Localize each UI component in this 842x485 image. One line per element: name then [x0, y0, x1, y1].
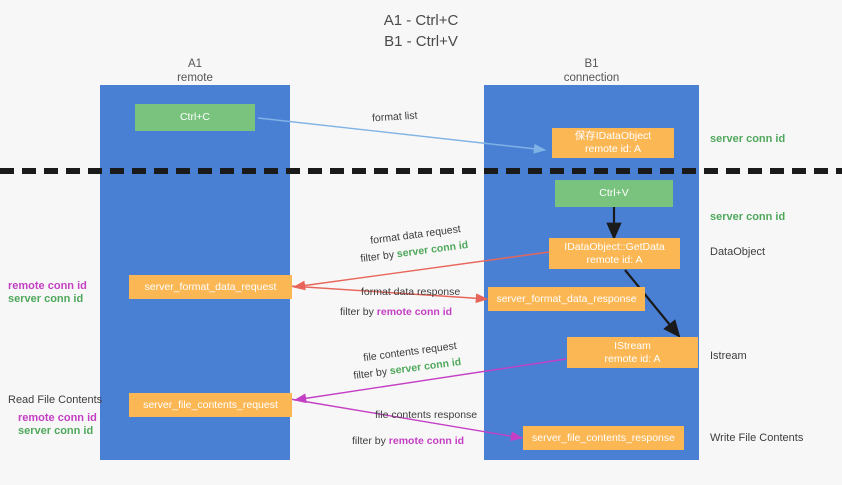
column-b1-name: B1: [584, 58, 599, 70]
node-idataobject-getdata-line2: remote id: A: [586, 253, 643, 266]
label-istream: Istream: [710, 350, 747, 362]
node-ctrl-c-label: Ctrl+C: [179, 111, 211, 123]
node-save-idataobject-line2: remote id: A: [584, 143, 642, 155]
phase-separator-dashed-line: [0, 168, 842, 174]
node-server-file-contents-request-label: server_file_contents_request: [143, 398, 278, 411]
node-istream-line1: IStream: [614, 339, 651, 352]
edge-filter-prefix: filter by: [352, 435, 389, 447]
column-a1-name: A1: [187, 58, 203, 70]
node-istream-line2: remote id: A: [604, 352, 661, 365]
label-remote-conn-id-upper: remote conn id: [8, 280, 87, 292]
column-header-b1: B1 connection: [484, 57, 699, 85]
node-idataobject-getdata[interactable]: IDataObject::GetData remote id: A: [549, 238, 680, 269]
label-remote-conn-id-lower: remote conn id: [18, 412, 97, 424]
edge-label-file-contents-response-filter: filter by remote conn id: [352, 434, 464, 448]
node-ctrl-v[interactable]: Ctrl+V: [555, 180, 673, 207]
edge-filter-prefix: filter by: [359, 248, 398, 266]
column-b1-role: connection: [563, 72, 620, 84]
label-dataobject: DataObject: [710, 246, 766, 258]
label-server-conn-id-top: server conn id: [710, 133, 786, 145]
node-server-format-data-response[interactable]: server_format_data_response: [488, 287, 645, 311]
node-istream[interactable]: IStream remote id: A: [567, 337, 698, 368]
node-ctrl-v-label: Ctrl+V: [599, 187, 629, 199]
column-a1-role: remote: [177, 72, 213, 84]
node-ctrl-c[interactable]: Ctrl+C: [135, 104, 255, 131]
label-read-file-contents: Read File Contents: [8, 394, 103, 406]
edge-label-file-contents-response: file contents response: [375, 409, 478, 421]
column-header-a1: A1 remote: [100, 57, 290, 85]
edge-label-format-data-response: format data response: [361, 286, 461, 298]
label-server-conn-id-lower: server conn id: [18, 425, 94, 437]
node-save-idataobject[interactable]: 保存IDataObject remote id: A: [552, 128, 674, 158]
title-line-1: A1 - Ctrl+C: [383, 12, 459, 29]
label-write-file-contents: Write File Contents: [710, 432, 804, 444]
title-line-2: B1 - Ctrl+V: [384, 33, 458, 50]
edge-label-format-data-response-filter: filter by remote conn id: [340, 305, 452, 319]
node-idataobject-getdata-line1: IDataObject::GetData: [564, 240, 665, 253]
edge-filter-value-remote-conn-id: remote conn id: [388, 435, 465, 447]
edge-label-format-list: format list: [371, 109, 418, 125]
node-server-file-contents-response-label: server_file_contents_response: [531, 431, 675, 444]
edge-filter-value-remote-conn-id: remote conn id: [376, 306, 453, 318]
edge-filter-prefix: filter by: [340, 306, 377, 318]
node-server-file-contents-request[interactable]: server_file_contents_request: [129, 393, 292, 417]
node-save-idataobject-line1: 保存IDataObject: [574, 130, 652, 142]
edge-filter-prefix: filter by: [352, 365, 391, 383]
label-server-conn-id-mid: server conn id: [710, 211, 786, 223]
node-server-format-data-response-label: server_format_data_response: [496, 292, 637, 305]
node-server-format-data-request[interactable]: server_format_data_request: [129, 275, 292, 299]
node-server-file-contents-response[interactable]: server_file_contents_response: [523, 426, 684, 450]
diagram-title: A1 - Ctrl+C B1 - Ctrl+V: [0, 10, 842, 52]
node-server-format-data-request-label: server_format_data_request: [144, 280, 277, 293]
label-server-conn-id-upper: server conn id: [8, 293, 84, 305]
